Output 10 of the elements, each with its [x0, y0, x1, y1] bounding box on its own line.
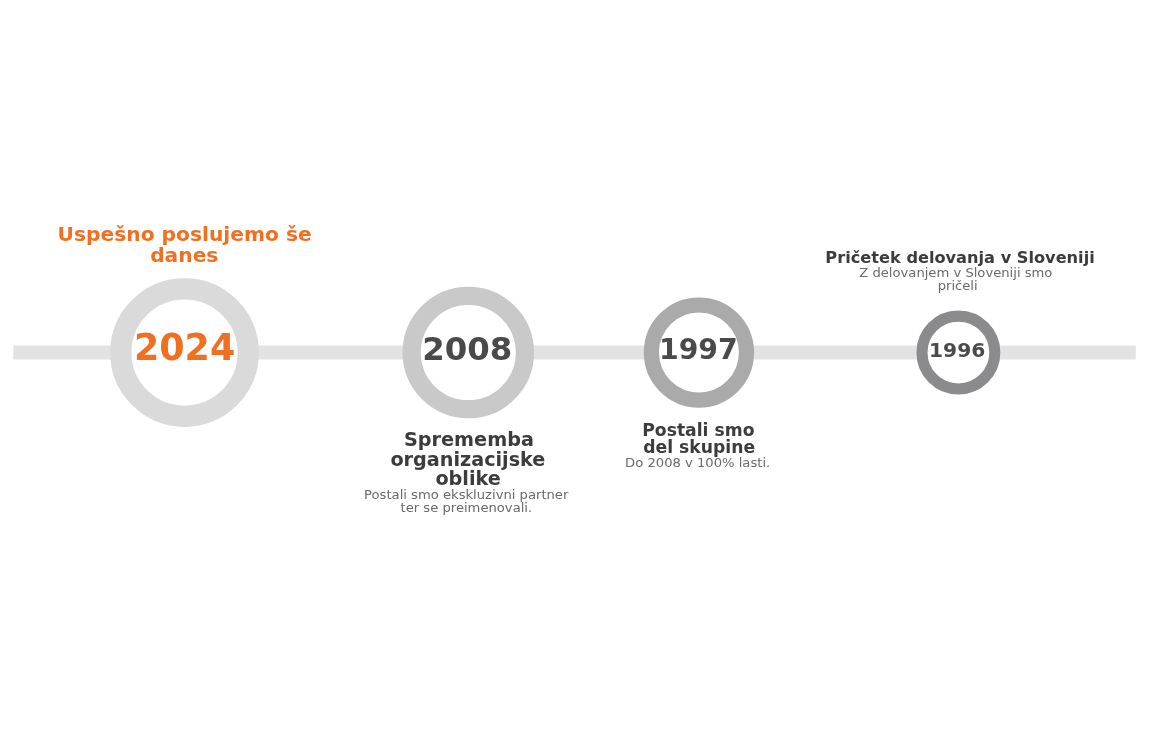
node-label: Postali smo del skupine	[642, 419, 756, 457]
node-circle: 1996	[916, 310, 1001, 395]
node-label: Pričetek delovanja v Sloveniji	[825, 248, 1095, 268]
node-circle: 2024	[110, 278, 259, 427]
node-circle: 1997	[643, 297, 755, 408]
node-label: Sprememba organizacijske oblike	[390, 428, 546, 490]
node-label: Postali smo ekskluzivni partner ter se preimenovali.	[364, 487, 569, 516]
node-circle: 2008	[402, 286, 535, 419]
node-label: Z delovanjem v Sloveniji smo pričeli	[859, 265, 1053, 294]
node-label: Uspešno poslujemo še danes	[57, 222, 312, 267]
